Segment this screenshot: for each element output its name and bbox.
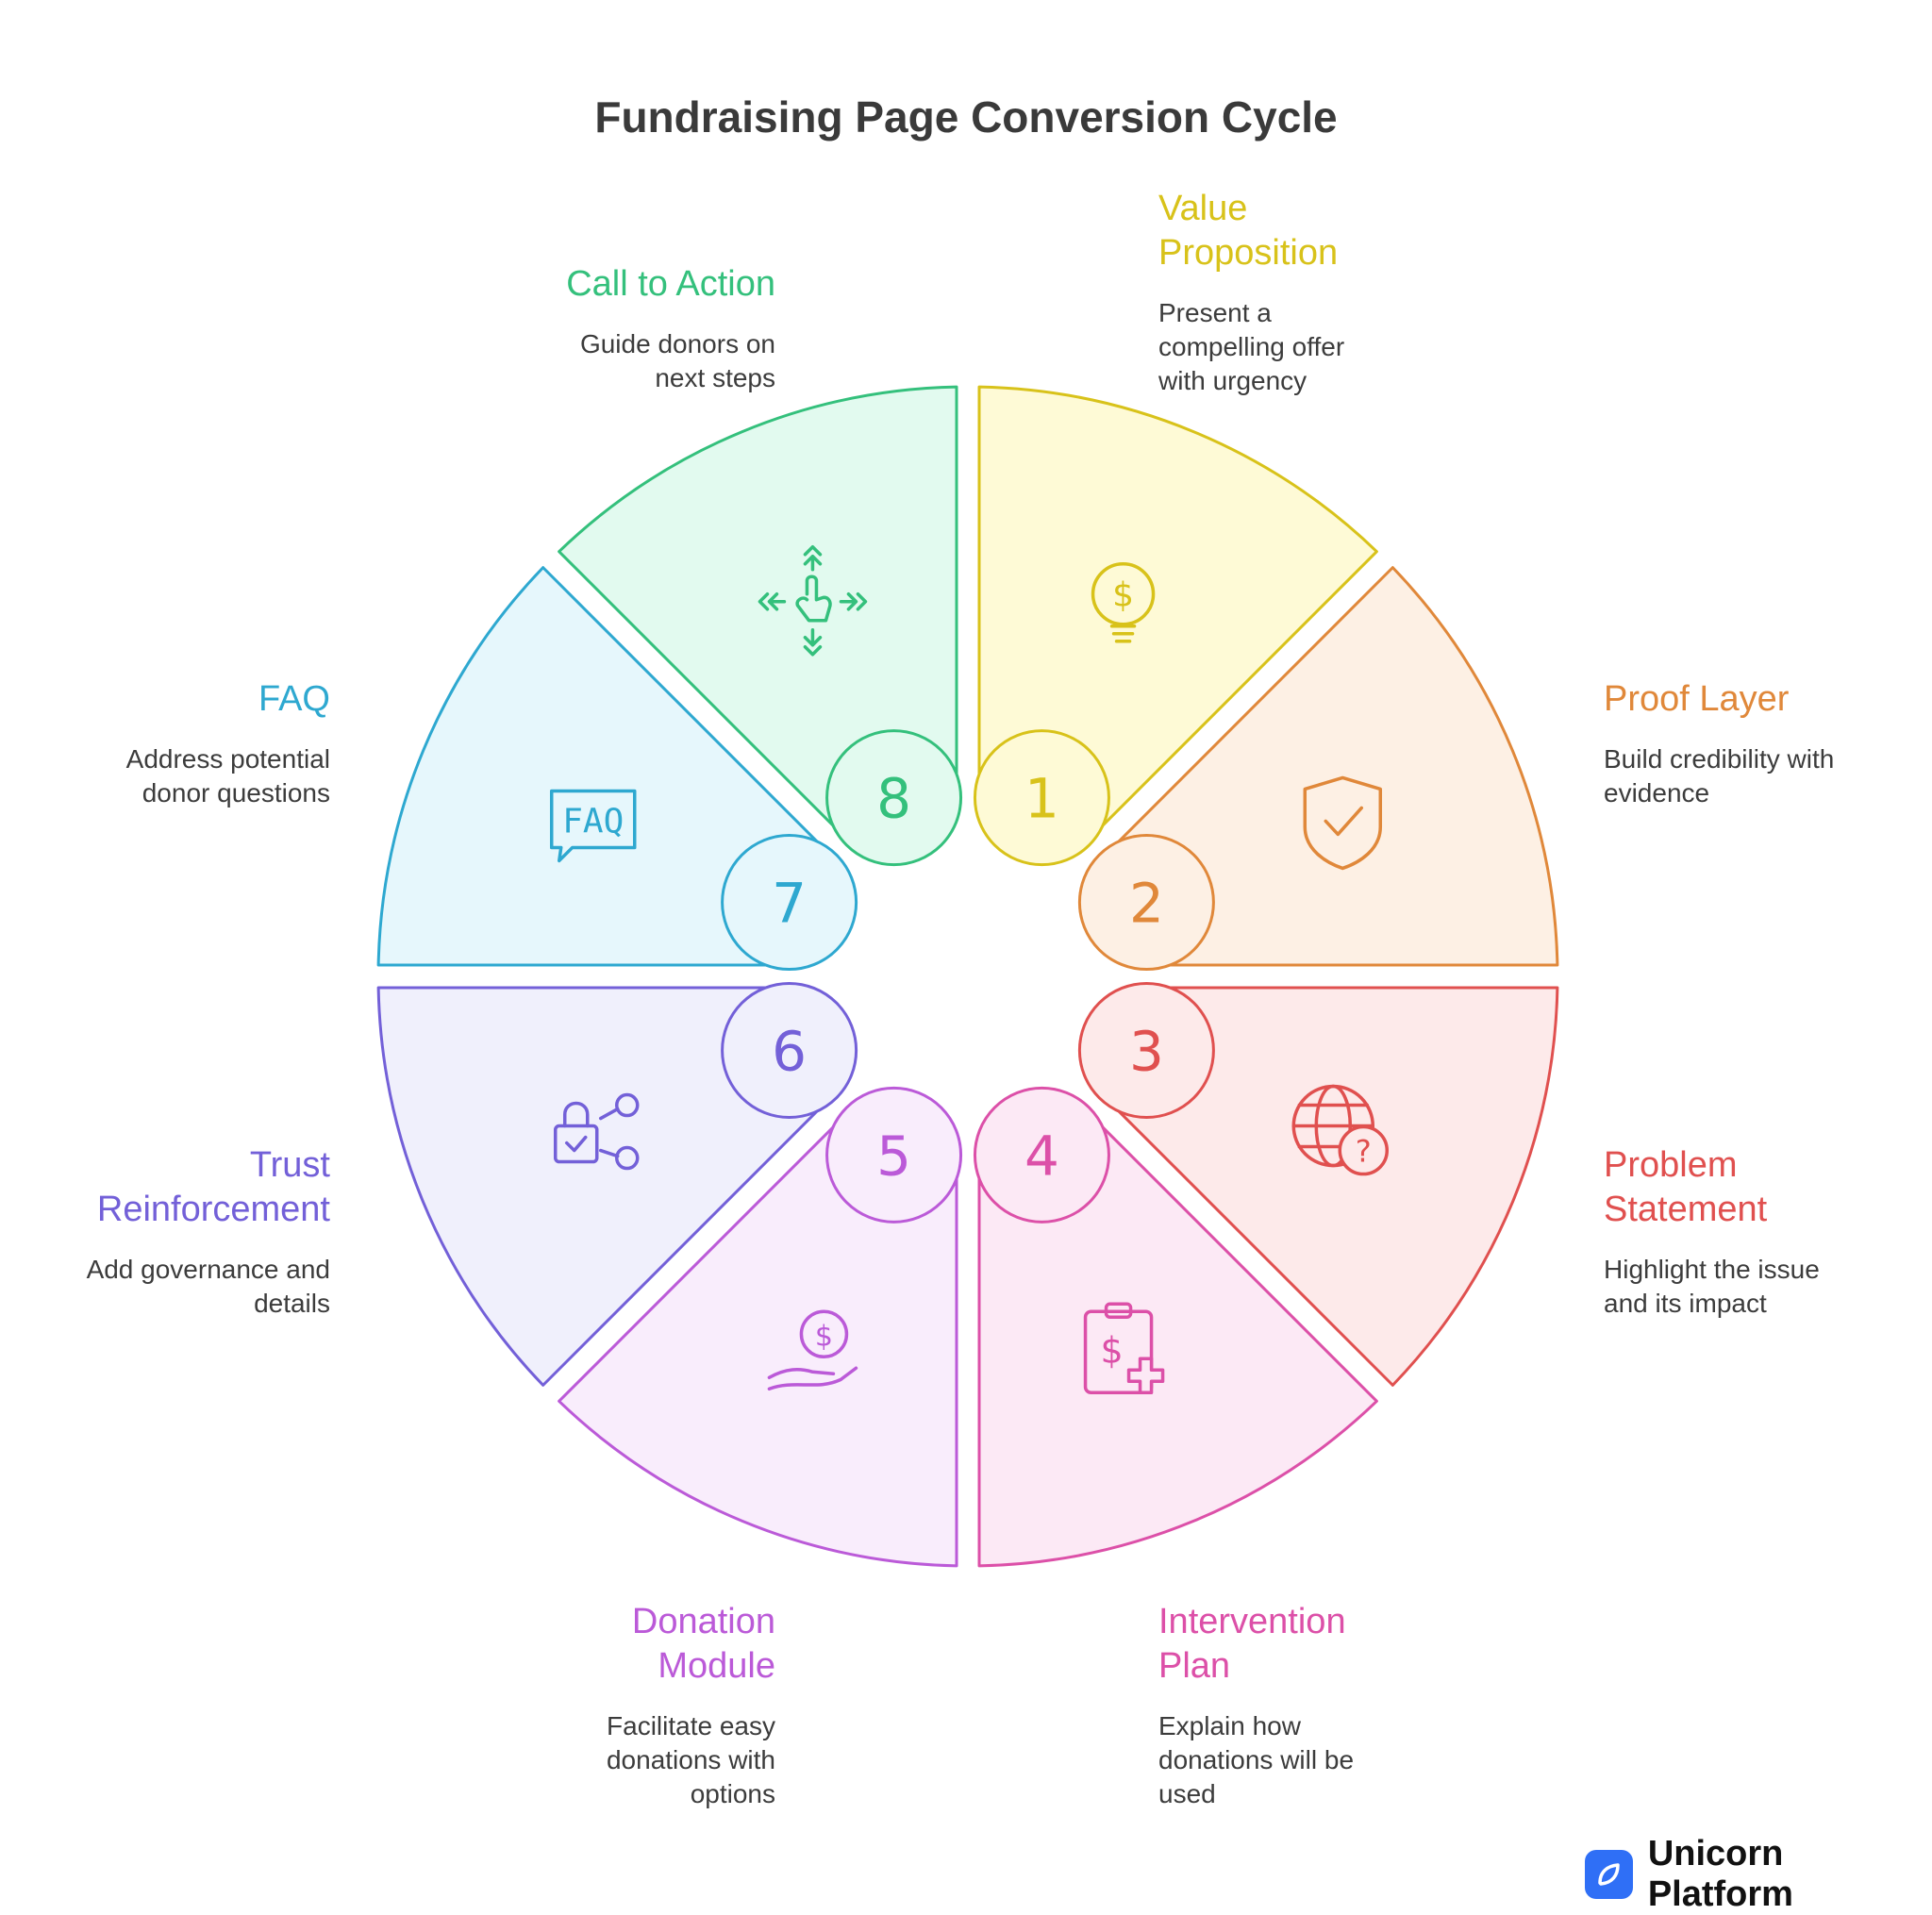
segment-heading: Intervention Plan [1158, 1602, 1346, 1686]
segment-description: Highlight the issue and its impact [1604, 1255, 1820, 1318]
step-number-3: 3 [1129, 1019, 1164, 1083]
step-badge-4 [973, 1086, 1110, 1224]
segment-description: Facilitate easy donations with options [606, 1711, 775, 1808]
label-call-to-action: Call to Action Guide donors on next step… [492, 262, 775, 395]
lock-share-icon [553, 1092, 640, 1171]
svg-text:?: ? [1356, 1134, 1372, 1170]
lightbulb-dollar-icon: $ [1091, 561, 1156, 643]
label-proof-layer: Proof Layer Build credibility with evide… [1604, 677, 1887, 810]
label-value-proposition: Value Proposition Present a compelling o… [1158, 187, 1441, 398]
segment-heading: Value Proposition [1158, 189, 1339, 273]
step-badge-2 [1077, 834, 1215, 972]
segment-description: Guide donors on next steps [579, 329, 775, 392]
segment-description: Address potential donor questions [125, 744, 330, 808]
clipboard-dollar-plus-icon: $ [1083, 1302, 1165, 1395]
pointer-arrows-icon [758, 544, 868, 657]
step-badge-1 [973, 729, 1110, 867]
step-number-7: 7 [772, 872, 807, 936]
svg-text:$: $ [1112, 576, 1134, 615]
step-badge-5 [825, 1086, 963, 1224]
unicorn-platform-logo-icon [1585, 1850, 1633, 1899]
step-number-2: 2 [1129, 872, 1164, 936]
label-trust-reinforcement: Trust Reinforcement Add governance and d… [47, 1143, 330, 1321]
segment-description: Build credibility with evidence [1604, 744, 1835, 808]
diagram-title: Fundraising Page Conversion Cycle [594, 92, 1337, 142]
segment-heading: Donation Module [631, 1602, 775, 1686]
step-number-6: 6 [772, 1019, 807, 1083]
label-donation-module: Donation Module Facilitate easy donation… [492, 1600, 775, 1811]
label-faq: FAQ Address potential donor questions [47, 677, 330, 810]
label-intervention-plan: Intervention Plan Explain how donations … [1158, 1600, 1441, 1811]
step-badge-8 [825, 729, 963, 867]
segment-description: Add governance and details [86, 1255, 330, 1318]
segment-heading: Call to Action [566, 264, 775, 304]
step-number-4: 4 [1024, 1124, 1059, 1188]
globe-question-icon: ? [1291, 1084, 1390, 1176]
segment-heading: Problem Statement [1604, 1145, 1768, 1229]
brand-watermark: Unicorn Platform [1585, 1834, 1932, 1915]
shield-check-icon [1303, 775, 1383, 871]
segment-description: Explain how donations will be used [1158, 1711, 1355, 1808]
step-number-8: 8 [876, 767, 911, 831]
step-badge-7 [721, 834, 858, 972]
label-problem-statement: Problem Statement Highlight the issue an… [1604, 1143, 1887, 1321]
step-badge-6 [721, 981, 858, 1119]
faq-bubble-icon: FAQ [549, 789, 637, 863]
step-badge-3 [1077, 981, 1215, 1119]
svg-text:$: $ [1100, 1329, 1123, 1371]
segment-heading: FAQ [258, 679, 330, 719]
segment-heading: Proof Layer [1604, 679, 1790, 719]
svg-text:$: $ [815, 1320, 833, 1353]
brand-name: Unicorn Platform [1647, 1834, 1793, 1914]
hand-coin-icon: $ [767, 1309, 858, 1391]
segment-description: Present a compelling offer with urgency [1158, 298, 1345, 395]
segment-heading: Trust Reinforcement [96, 1145, 330, 1229]
step-number-1: 1 [1024, 767, 1059, 831]
svg-text:FAQ: FAQ [562, 802, 624, 841]
step-number-5: 5 [876, 1124, 911, 1188]
